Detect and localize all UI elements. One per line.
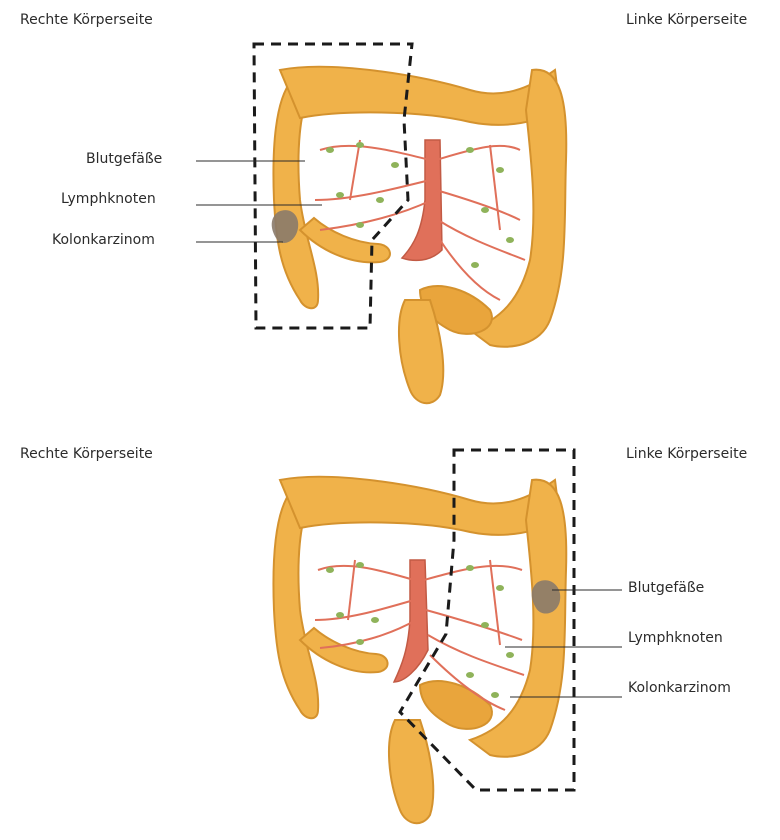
label-colon-carcinoma: Kolonkarzinom	[628, 680, 731, 696]
label-lymph-nodes: Lymphknoten	[628, 630, 723, 646]
blood-vessel-branches	[315, 140, 525, 300]
sigmoid-colon	[420, 681, 492, 729]
transverse-colon	[280, 477, 560, 535]
diagram-panel-top: Rechte Körperseite Linke Körperseite	[0, 0, 780, 420]
colon-illustration	[272, 67, 567, 403]
label-blood-vessels: Blutgefäße	[86, 151, 162, 167]
diagram-panel-bottom: Rechte Körperseite Linke Körperseite	[0, 420, 780, 840]
rectum	[389, 720, 433, 823]
label-blood-vessels: Blutgefäße	[628, 580, 704, 596]
colon-diagram-top	[0, 0, 780, 420]
transverse-colon	[280, 67, 560, 125]
colon-illustration	[273, 477, 566, 823]
cecum	[300, 218, 390, 262]
cecum	[300, 628, 388, 672]
label-lymph-nodes: Lymphknoten	[61, 191, 156, 207]
label-colon-carcinoma: Kolonkarzinom	[52, 232, 155, 248]
